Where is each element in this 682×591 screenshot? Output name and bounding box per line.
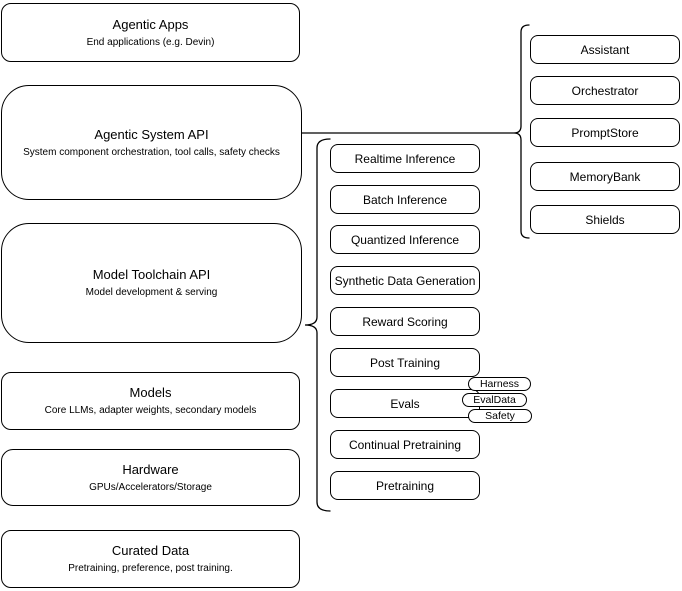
node-label: Pretraining [375, 478, 435, 493]
box-title: Agentic Apps [112, 16, 189, 32]
box-curated-data: Curated Data Pretraining, preference, po… [1, 530, 300, 588]
node-post-training: Post Training [330, 348, 480, 377]
node-synthetic-data-generation: Synthetic Data Generation [330, 266, 480, 295]
node-quantized-inference: Quantized Inference [330, 225, 480, 254]
pill-label: Harness [479, 377, 520, 390]
box-subtitle: Core LLMs, adapter weights, secondary mo… [44, 405, 257, 416]
box-agentic-system-api: Agentic System API System component orch… [1, 85, 302, 200]
node-shields: Shields [530, 205, 680, 234]
node-orchestrator: Orchestrator [530, 76, 680, 105]
middle-curly-brace [304, 138, 331, 512]
pill-label: Safety [485, 409, 515, 422]
node-assistant: Assistant [530, 35, 680, 64]
pill-evaldata: EvalData [462, 393, 527, 407]
node-label: Quantized Inference [350, 232, 460, 247]
right-curly-brace [513, 24, 530, 239]
box-subtitle: System component orchestration, tool cal… [23, 146, 280, 158]
node-label: Orchestrator [571, 83, 639, 98]
box-title: Models [129, 385, 172, 400]
pill-harness: Harness [468, 377, 531, 391]
box-agentic-apps: Agentic Apps End applications (e.g. Devi… [1, 3, 300, 62]
box-title: Hardware [122, 461, 179, 477]
node-reward-scoring: Reward Scoring [330, 307, 480, 336]
node-continual-pretraining: Continual Pretraining [330, 430, 480, 459]
node-label: Assistant [580, 42, 630, 57]
box-title: Model Toolchain API [92, 267, 211, 282]
box-model-toolchain-api: Model Toolchain API Model development & … [1, 223, 302, 343]
box-hardware: Hardware GPUs/Accelerators/Storage [1, 449, 300, 506]
node-evals: Evals [330, 389, 480, 418]
node-label: Post Training [369, 355, 441, 370]
node-label: Reward Scoring [362, 314, 448, 329]
node-label: Shields [585, 212, 625, 227]
node-label: Batch Inference [362, 192, 448, 207]
node-label: Evals [390, 396, 420, 411]
box-title: Curated Data [111, 543, 190, 558]
node-label: PromptStore [571, 125, 639, 140]
pill-label: EvalData [473, 393, 516, 406]
box-subtitle: Pretraining, preference, post training. [68, 563, 233, 574]
box-models: Models Core LLMs, adapter weights, secon… [1, 372, 300, 430]
node-realtime-inference: Realtime Inference [330, 144, 480, 173]
node-label: MemoryBank [569, 169, 641, 184]
box-title: Agentic System API [94, 126, 209, 142]
node-promptstore: PromptStore [530, 118, 680, 147]
node-batch-inference: Batch Inference [330, 185, 480, 214]
box-subtitle: GPUs/Accelerators/Storage [89, 481, 212, 493]
node-label: Synthetic Data Generation [334, 273, 476, 288]
node-label: Continual Pretraining [348, 437, 462, 452]
node-memorybank: MemoryBank [530, 162, 680, 191]
box-subtitle: End applications (e.g. Devin) [86, 36, 215, 48]
box-subtitle: Model development & serving [85, 287, 218, 298]
node-label: Realtime Inference [354, 151, 456, 166]
node-pretraining: Pretraining [330, 471, 480, 500]
pill-safety: Safety [468, 409, 532, 423]
